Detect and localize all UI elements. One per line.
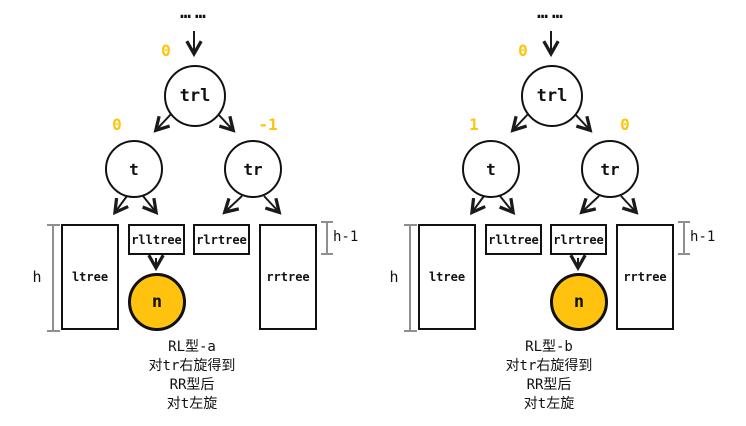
ellipsis-ancestors: …… xyxy=(537,2,567,23)
balance-label-t: 0 xyxy=(112,115,122,134)
node-tr: tr xyxy=(224,140,282,198)
subtree-box-rlltree: rlltree xyxy=(485,224,542,255)
height-label-h: h xyxy=(32,268,42,286)
caption-line: RL型-a xyxy=(168,339,216,355)
balance-label-root: 0 xyxy=(518,41,528,60)
node-trl: trl xyxy=(521,65,583,127)
node-t: t xyxy=(105,140,163,198)
diagram-rl-b: …… 0 trl 1 t 0 tr ltree rlltree rlrtree … xyxy=(357,0,730,426)
subtree-box-ltree: ltree xyxy=(61,224,119,330)
caption-rl-a: RL型-a 对tr右旋得到 RR型后 对t左旋 xyxy=(72,338,312,414)
caption-line: 对tr右旋得到 xyxy=(505,358,593,374)
balance-label-tr: 0 xyxy=(620,115,630,134)
balance-label-root: 0 xyxy=(161,41,171,60)
caption-line: 对tr右旋得到 xyxy=(148,358,236,374)
caption-line: RL型-b xyxy=(525,339,573,355)
balance-label-tr: -1 xyxy=(258,115,278,134)
subtree-box-rlrtree: rlrtree xyxy=(550,224,607,255)
height-brackets xyxy=(404,221,690,332)
tree-connector-arrows xyxy=(47,31,333,332)
caption-line: RR型后 xyxy=(169,377,215,393)
tree-connector-arrows xyxy=(404,31,690,332)
balance-label-t: 1 xyxy=(469,115,479,134)
subtree-box-rrtree: rrtree xyxy=(616,224,674,330)
subtree-box-rrtree: rrtree xyxy=(259,224,317,330)
subtree-box-rlltree: rlltree xyxy=(128,224,185,255)
height-label-h-minus-1: h-1 xyxy=(690,229,716,245)
node-tr: tr xyxy=(581,140,639,198)
subtree-box-rlrtree: rlrtree xyxy=(193,224,250,255)
caption-line: RR型后 xyxy=(526,377,572,393)
height-label-h-minus-1: h-1 xyxy=(333,229,359,245)
node-n: n xyxy=(128,273,186,331)
caption-rl-b: RL型-b 对tr右旋得到 RR型后 对t左旋 xyxy=(429,338,669,414)
ellipsis-ancestors: …… xyxy=(180,2,210,23)
node-trl: trl xyxy=(164,65,226,127)
height-label-h: h xyxy=(389,268,399,286)
diagram-rl-a: …… 0 trl 0 t -1 tr ltree rlltree rlrtree… xyxy=(32,2,359,414)
subtree-box-ltree: ltree xyxy=(418,224,476,330)
node-n: n xyxy=(550,273,608,331)
height-brackets xyxy=(47,221,333,332)
caption-line: 对t左旋 xyxy=(166,396,218,412)
caption-line: 对t左旋 xyxy=(523,396,575,412)
node-t: t xyxy=(462,140,520,198)
